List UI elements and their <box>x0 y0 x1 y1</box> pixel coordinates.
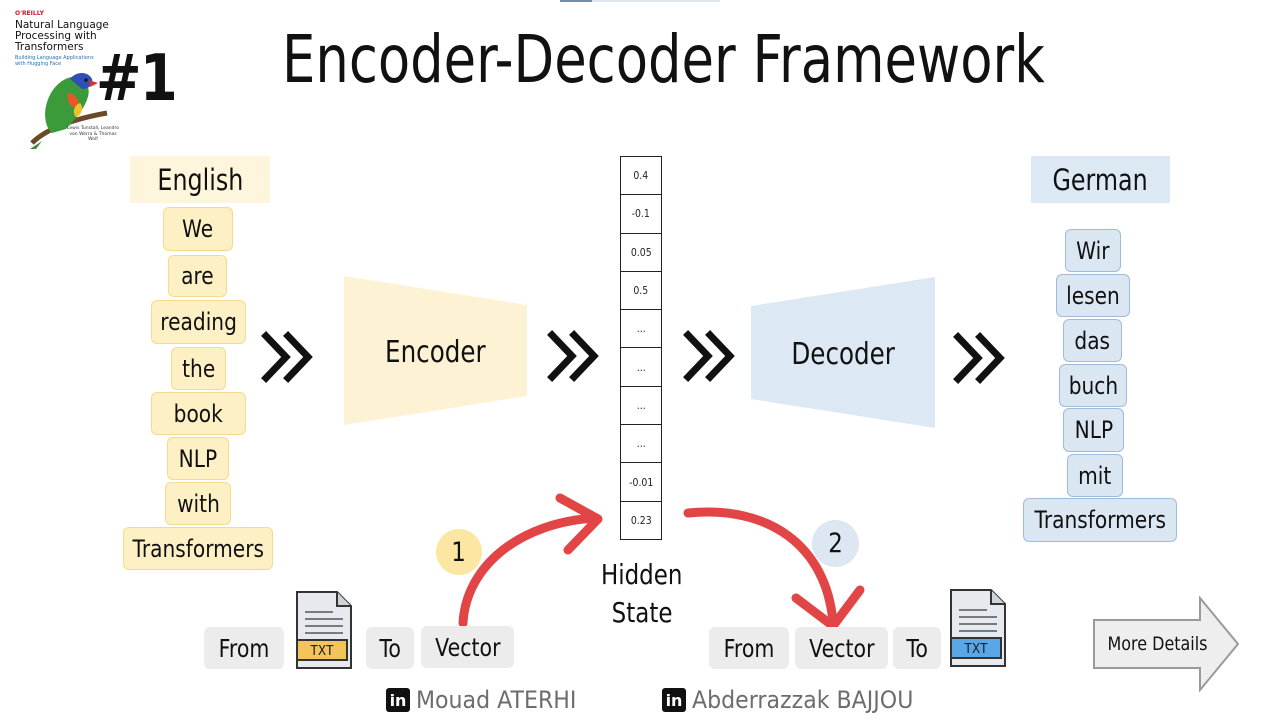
decoder-label: Decoder <box>791 336 895 372</box>
vector-cell: -0.01 <box>621 463 661 502</box>
hidden-state-label: Hidden State <box>601 558 683 629</box>
source-word: the <box>171 347 226 390</box>
author-credit[interactable]: in Abderrazzak BAJJOU <box>662 685 933 715</box>
target-word: lesen <box>1056 274 1130 317</box>
source-language-header: English <box>130 156 270 203</box>
chevron-icon <box>953 332 1005 384</box>
txt-document-icon: TXT <box>950 589 1006 667</box>
source-word: are <box>168 255 227 297</box>
source-word: book <box>151 392 246 435</box>
decoder-block <box>751 277 935 428</box>
target-word: mit <box>1067 454 1123 497</box>
flow-vector-label: Vector <box>421 626 514 668</box>
txt-label: TXT <box>310 644 334 659</box>
chevron-icon <box>547 330 599 382</box>
curved-arrow-icon <box>683 507 865 631</box>
txt-label: TXT <box>964 642 988 657</box>
target-word: Wir <box>1065 229 1121 272</box>
encoder-label: Encoder <box>385 334 486 370</box>
vector-cell: ... <box>621 310 661 349</box>
source-word: reading <box>151 300 246 344</box>
parrot-illustration <box>30 73 108 149</box>
author-credit[interactable]: in Mouad ATERHI <box>386 685 590 715</box>
vector-cell: ... <box>621 348 661 387</box>
vector-cell: ... <box>621 425 661 464</box>
chevron-icon <box>683 330 735 382</box>
book-authors: Lewis Tunstall, Leandro von Werra & Thom… <box>66 126 120 142</box>
page-title: Encoder-Decoder Framework <box>282 21 1045 98</box>
vector-cell: 0.4 <box>621 157 661 196</box>
vector-cell: -0.1 <box>621 195 661 234</box>
vector-cell: ... <box>621 387 661 426</box>
book-title: Natural Language Processing with Transfo… <box>15 19 109 53</box>
flow-vector-label: Vector <box>795 627 888 669</box>
author-name: Abderrazzak BAJJOU <box>692 686 914 714</box>
flow-from-label: From <box>204 627 284 669</box>
vector-cell: 0.5 <box>621 272 661 311</box>
source-word: NLP <box>167 437 229 480</box>
author-name: Mouad ATERHI <box>416 686 577 714</box>
target-word: buch <box>1059 364 1127 407</box>
more-details-label[interactable]: More Details <box>1107 633 1207 655</box>
book-subtitle: Building Language Applications with Hugg… <box>15 55 94 67</box>
step-1-badge: 1 <box>436 529 482 575</box>
txt-document-icon: TXT <box>296 591 352 669</box>
vector-cell: 0.23 <box>630 514 652 528</box>
curved-arrow-icon <box>458 493 603 628</box>
linkedin-icon: in <box>662 688 686 712</box>
vector-cell: 0.05 <box>621 234 661 272</box>
source-word: Transformers <box>123 527 273 570</box>
target-word: das <box>1063 319 1122 362</box>
hidden-state-vector: 0.4 -0.1 0.05 0.5 ... ... ... ... -0.01 … <box>620 156 662 540</box>
step-2-badge: 2 <box>812 520 859 567</box>
more-details-button[interactable] <box>1092 596 1240 692</box>
target-language-header: German <box>1031 156 1170 203</box>
chevron-icon <box>261 331 313 383</box>
episode-badge: #1 <box>96 42 178 116</box>
source-word: with <box>165 482 231 525</box>
book-cover: O'REILLY Natural Language Processing wit… <box>12 8 122 149</box>
flow-to-label: To <box>366 627 414 669</box>
top-accent-bar <box>560 0 720 2</box>
flow-to-label: To <box>893 627 941 669</box>
target-word: Transformers <box>1023 498 1177 542</box>
target-word: NLP <box>1063 408 1124 452</box>
linkedin-icon: in <box>386 688 410 712</box>
flow-from-label: From <box>709 627 789 669</box>
source-word: We <box>163 207 233 251</box>
book-publisher: O'REILLY <box>15 10 44 17</box>
encoder-block <box>344 276 527 425</box>
